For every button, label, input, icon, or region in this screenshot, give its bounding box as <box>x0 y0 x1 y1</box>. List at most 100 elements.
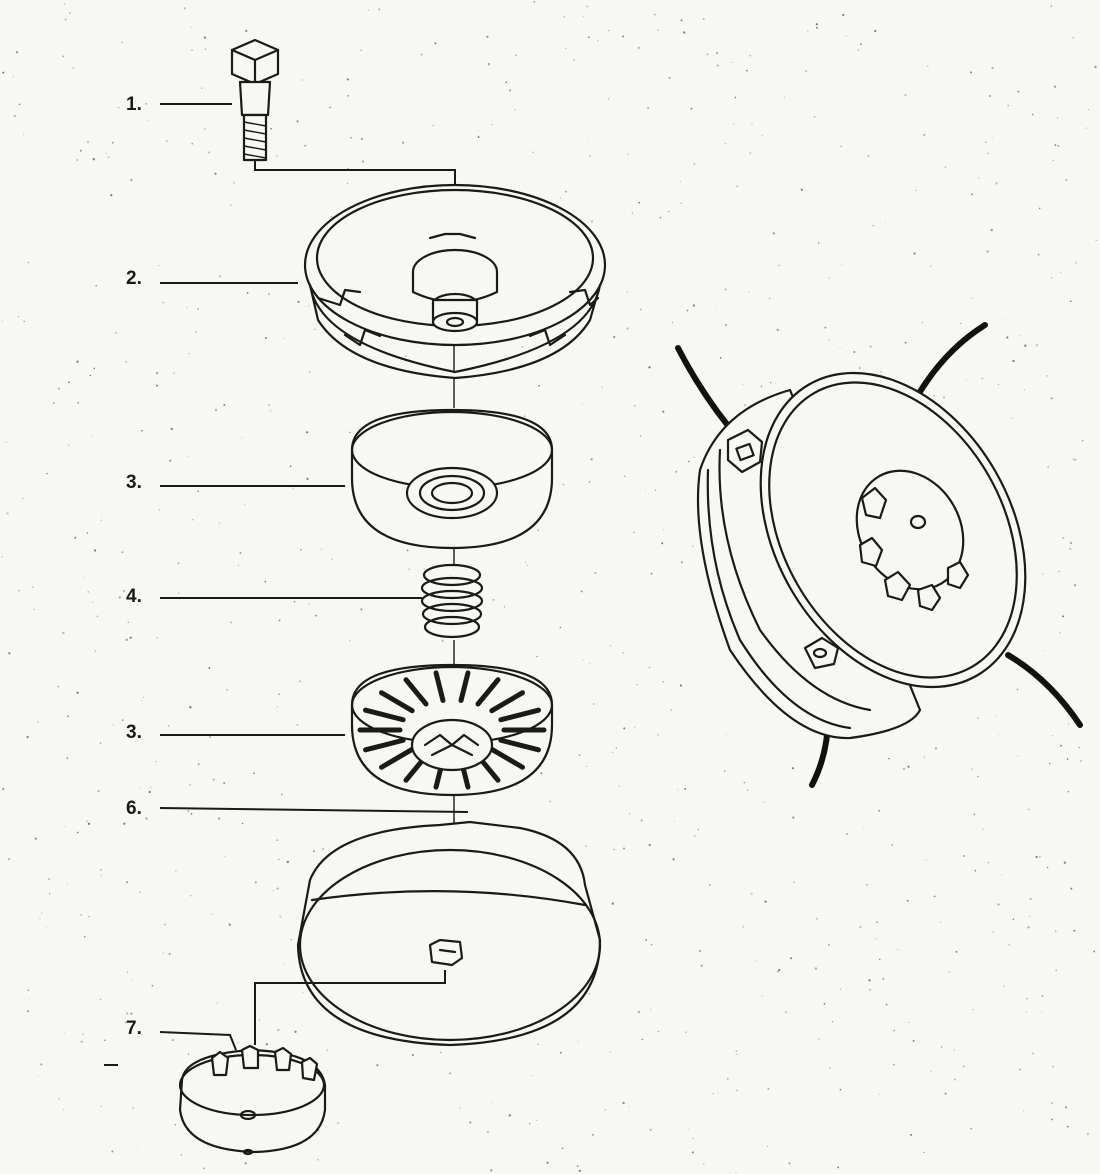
disc-rib <box>489 690 525 714</box>
speckle-dot <box>631 212 633 214</box>
speckle-dot <box>490 1169 493 1172</box>
speckle-dot <box>588 481 591 483</box>
speckle-dot <box>163 923 167 926</box>
speckle-dot <box>13 114 16 118</box>
speckle-dot <box>775 383 777 385</box>
speckle-dot <box>1063 861 1067 864</box>
speckle-dot <box>648 366 651 369</box>
speckle-dot <box>276 839 279 842</box>
speckle-dot <box>763 801 766 804</box>
speckle-dot <box>58 387 60 390</box>
speckle-dot <box>684 787 687 790</box>
speckle-dot <box>590 458 593 461</box>
speckle-dot <box>878 958 881 961</box>
speckle-dot <box>292 487 295 490</box>
speckle-dot <box>237 564 239 566</box>
speckle-dot <box>618 785 620 787</box>
speckle-dot <box>378 8 381 11</box>
speckle-dot <box>18 590 20 592</box>
speckle-dot <box>158 265 160 267</box>
speckle-dot <box>693 456 695 459</box>
speckle-dot <box>888 757 890 760</box>
speckle-dot <box>1027 808 1030 811</box>
speckle-dot <box>735 1050 737 1052</box>
speckle-dot <box>736 1053 738 1055</box>
speckle-dot <box>189 706 192 709</box>
disc-rib <box>489 746 525 770</box>
speckle-dot <box>841 264 843 266</box>
disc-rib <box>475 677 501 707</box>
speckle-dot <box>1018 1068 1021 1071</box>
speckle-dot <box>189 167 191 169</box>
speckle-dot <box>190 895 192 897</box>
speckle-dot <box>837 1166 840 1169</box>
speckle-dot <box>312 850 316 853</box>
speckle-dot <box>264 336 268 340</box>
speckle-dot <box>1035 344 1039 347</box>
speckle-dot <box>639 308 642 311</box>
speckle-dot <box>1029 897 1032 900</box>
speckle-dot <box>724 288 727 291</box>
speckle-dot <box>302 991 304 993</box>
speckle-dot <box>913 252 916 255</box>
speckle-dot <box>867 155 870 157</box>
speckle-dot <box>1066 758 1069 760</box>
speckle-dot <box>908 1021 910 1023</box>
speckle-dot <box>427 799 429 801</box>
part-7-guide <box>254 970 446 1045</box>
part-1-to-part-2-guide <box>254 160 456 185</box>
speckle-dot <box>34 837 37 840</box>
speckle-dot <box>997 903 1000 906</box>
speckle-dot <box>846 833 848 835</box>
speckle-dot <box>49 892 51 895</box>
speckle-dot <box>441 639 444 642</box>
speckle-dot <box>99 868 102 871</box>
speckle-dot <box>622 651 624 654</box>
speckle-dot <box>1072 458 1075 461</box>
speckle-dot <box>130 178 133 182</box>
speckle-dot <box>659 216 662 219</box>
speckle-dot <box>641 1038 644 1041</box>
speckle-dot <box>304 144 307 147</box>
speckle-dot <box>736 1089 738 1092</box>
speckle-dot <box>755 960 757 962</box>
speckle-dot <box>750 892 753 895</box>
speckle-dot <box>33 608 35 611</box>
speckle-dot <box>143 697 145 699</box>
speckle-dot <box>296 724 299 726</box>
disc-rib <box>498 737 541 753</box>
speckle-dot <box>177 562 180 565</box>
speckle-dot <box>814 967 818 970</box>
speckle-dot <box>214 172 217 175</box>
speckle-dot <box>992 931 994 933</box>
speckle-dot <box>1093 950 1096 953</box>
speckle-dot <box>778 264 780 267</box>
speckle-dot <box>230 204 232 206</box>
speckle-dot <box>126 881 129 884</box>
speckle-dot <box>278 619 281 622</box>
speckle-dot <box>959 322 962 325</box>
speckle-dot <box>679 181 681 183</box>
speckle-dot <box>308 371 311 373</box>
speckle-dot <box>112 724 114 726</box>
speckle-dot <box>218 275 221 278</box>
disc-rib <box>498 707 541 723</box>
speckle-dot <box>907 765 910 768</box>
speckle-dot <box>675 470 678 473</box>
speckle-dot <box>767 1087 770 1091</box>
speckle-dot <box>191 49 193 52</box>
speckle-dot <box>963 855 966 857</box>
speckle-dot <box>749 152 752 154</box>
speckle-dot <box>440 1051 442 1054</box>
speckle-dot <box>66 883 68 885</box>
speckle-dot <box>201 87 203 89</box>
speckle-dot <box>687 1128 689 1130</box>
speckle-dot <box>717 1092 719 1094</box>
speckle-dot <box>183 7 186 10</box>
speckle-dot <box>559 626 562 629</box>
speckle-dot <box>1037 253 1040 256</box>
speckle-dot <box>1062 615 1065 618</box>
speckle-dot <box>633 531 635 534</box>
speckle-dot <box>118 596 121 599</box>
speckle-dot <box>125 360 128 363</box>
